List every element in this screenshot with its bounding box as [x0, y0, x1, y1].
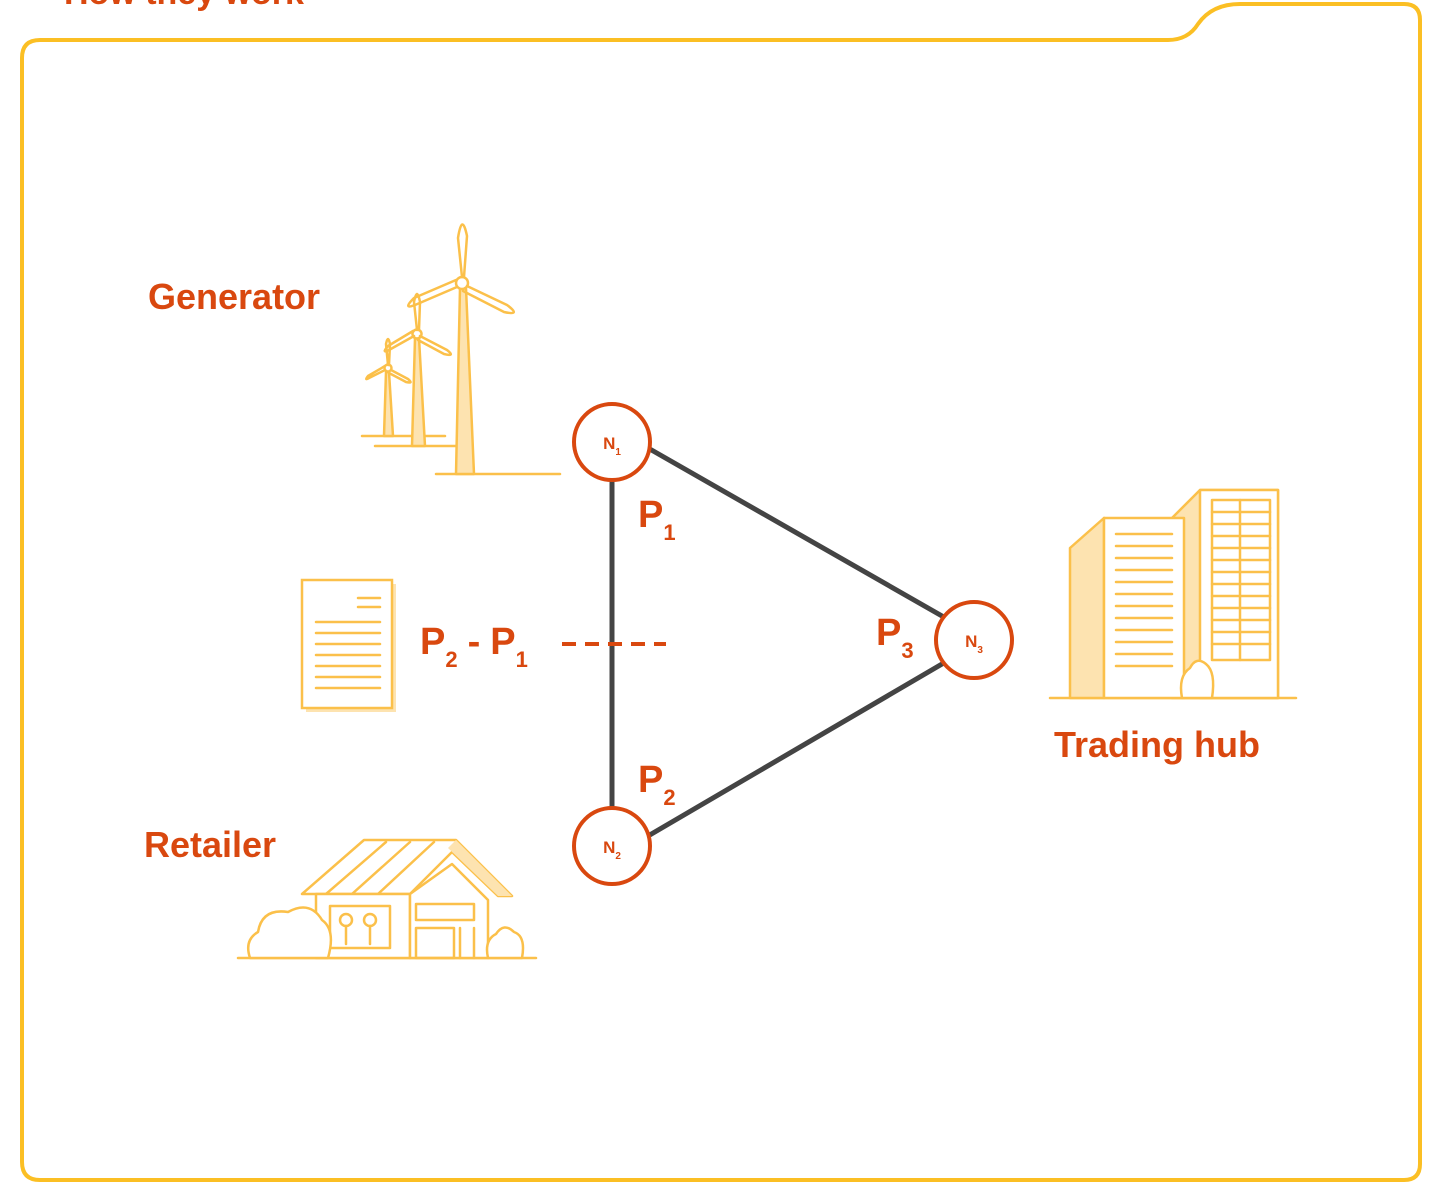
node-n1-label: N — [603, 434, 615, 453]
frame-border — [20, 2, 1422, 1182]
price-p2: P2 — [638, 759, 676, 810]
office-buildings-icon — [1048, 488, 1298, 700]
node-n1: N1 — [572, 402, 652, 482]
page-title: How they work — [64, 0, 304, 12]
wind-turbines-icon — [360, 223, 562, 476]
node-n3-subscript: 3 — [977, 645, 983, 656]
spread-label: P2-P1 — [420, 621, 528, 672]
retailer-label: Retailer — [144, 824, 276, 865]
node-n2-subscript: 2 — [615, 851, 621, 862]
price-p3: P3 — [876, 612, 914, 663]
svg-text:N2: N2 — [603, 838, 621, 862]
house-icon — [236, 838, 538, 960]
edge-n2-n3 — [645, 661, 945, 839]
node-n1-subscript: 1 — [615, 447, 621, 458]
document-icon — [300, 578, 396, 712]
svg-text:N1: N1 — [603, 434, 621, 458]
generator-label: Generator — [148, 276, 320, 317]
price-p1: P1 — [638, 494, 676, 545]
node-n2-label: N — [603, 838, 615, 857]
node-n3: N3 — [934, 600, 1014, 680]
node-n3-label: N — [965, 632, 977, 651]
trading-hub-label: Trading hub — [1054, 724, 1260, 765]
node-n2: N2 — [572, 806, 652, 886]
svg-text:N3: N3 — [965, 632, 983, 656]
edge-n1-n3 — [645, 445, 945, 619]
